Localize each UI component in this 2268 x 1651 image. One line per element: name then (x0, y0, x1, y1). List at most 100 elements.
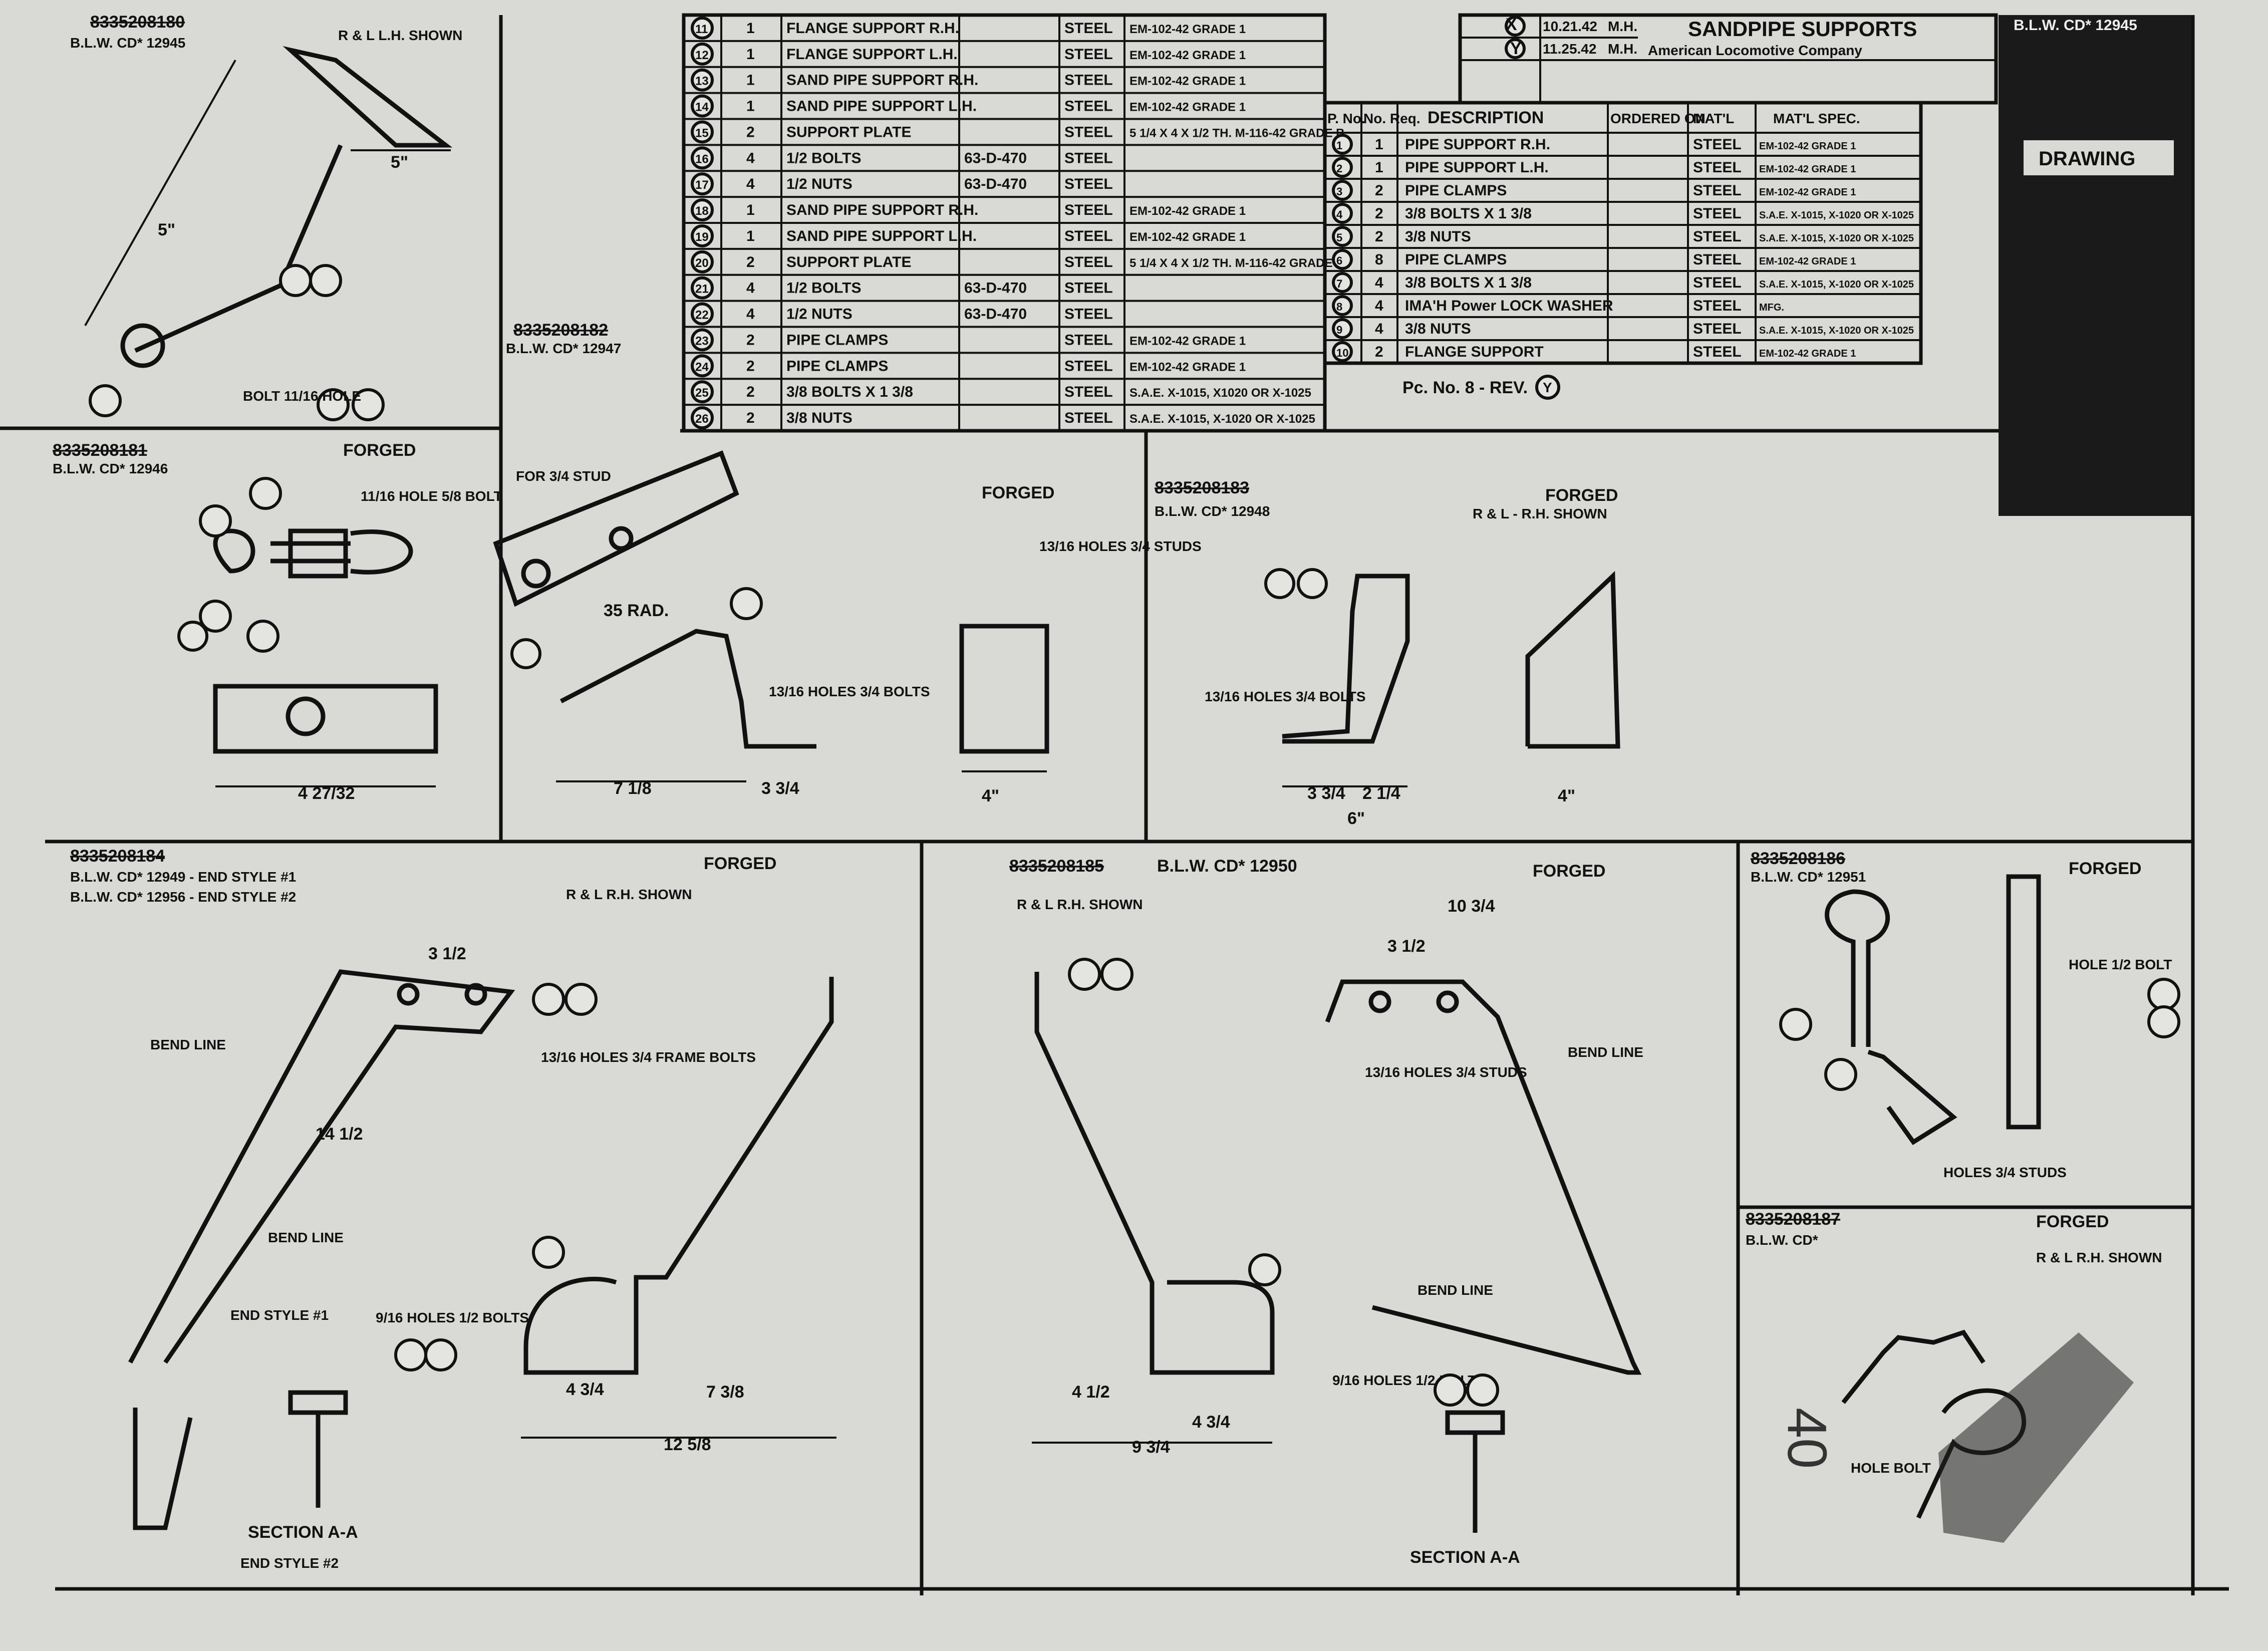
v7-dim-e: 4 3/4 (1192, 1413, 1230, 1432)
lower-bom-matl: STEEL (1693, 205, 1742, 222)
upper-bom-qty: 4 (746, 176, 755, 192)
upper-bom-pc: 24 (695, 360, 709, 374)
v6-balloon-14 (564, 983, 598, 1016)
v2-blw-cd: B.L.W. CD* 12946 (53, 461, 168, 476)
lower-bom-matl: STEEL (1693, 251, 1742, 268)
upper-bom-matl: STEEL (1064, 254, 1113, 270)
v8-clamp-lower (1867, 1049, 1957, 1146)
v7-bend-line-1: BEND LINE (1418, 1282, 1493, 1298)
header-ordered-on: ORDERED ON (1610, 111, 1706, 126)
lower-bom-balloon (1332, 226, 1353, 247)
v2-part-ref: 8335208181 (53, 441, 147, 460)
v3-radius: 35 RAD. (604, 601, 669, 620)
upper-bom-description: PIPE CLAMPS (786, 332, 888, 348)
rev-y-letter: Y (1510, 39, 1522, 58)
upper-bom-balloon (691, 224, 714, 247)
v6-end-style-1: END STYLE #1 (230, 1307, 329, 1323)
v1-balloon-5 (352, 388, 385, 421)
lower-bom-pc: 4 (1336, 208, 1343, 221)
v2-clamp-elevation (213, 684, 438, 754)
lower-bom-qty: 4 (1375, 321, 1383, 337)
upper-bom-qty: 2 (746, 410, 755, 426)
upper-bom-qty: 4 (746, 280, 755, 297)
header-description: DESCRIPTION (1428, 108, 1544, 127)
v6-holes-note-2: 9/16 HOLES 1/2 BOLTS (376, 1310, 529, 1325)
v7-dim-c: 4 1/2 (1072, 1383, 1110, 1402)
header-no-req: No. Req. (1363, 111, 1421, 126)
lower-bom-balloon (1332, 134, 1353, 155)
v2-forged: FORGED (343, 441, 416, 460)
v5-dim-a: 3 3/4 (1307, 784, 1345, 803)
upper-bom-balloon (691, 328, 714, 352)
pc-rev-letter: Y (1543, 380, 1552, 395)
lower-bom-qty: 2 (1375, 228, 1383, 245)
upper-bom-spec: 5 1/4 X 4 X 1/2 TH. M-116-42 GRADE B (1129, 126, 1345, 140)
view-7-sand-pipe-support: 8335208185 B.L.W. CD* 12950 FORGED R & L… (1009, 857, 1643, 1567)
upper-bom-matl: STEEL (1064, 72, 1113, 89)
upper-bom-pc: 17 (695, 178, 709, 192)
lower-bom-description: 3/8 BOLTS X 1 3/8 (1405, 205, 1532, 222)
upper-bom-qty: 2 (746, 254, 755, 270)
v5-part-ref: 8335208183 (1155, 478, 1249, 497)
v1-clamp-ring (120, 323, 165, 368)
v5-bracket-side (1282, 574, 1410, 744)
upper-bom-pc: 20 (695, 256, 709, 270)
upper-bom-qty: 1 (746, 46, 755, 63)
upper-bom-matl: STEEL (1064, 306, 1113, 323)
v8-clamp-side (1825, 889, 1890, 1047)
v2-nut (288, 528, 348, 579)
v9-clamp-elevation (1841, 1329, 1986, 1404)
v9-part-ref: 8335208187 (1746, 1210, 1840, 1229)
upper-bom-pc: 23 (695, 334, 709, 348)
v7-balloon-21 (1434, 1373, 1467, 1407)
upper-bom-spec: S.A.E. X-1015, X1020 OR X-1025 (1129, 386, 1311, 400)
lower-bom-qty: 2 (1375, 182, 1383, 199)
v6-bend-line-1: BEND LINE (150, 1037, 226, 1052)
lower-bom-spec: S.A.E. X-1015, X-1020 OR X-1025 (1759, 279, 1914, 290)
lower-bom-spec: EM-102-42 GRADE 1 (1759, 164, 1856, 175)
upper-bom-description: SAND PIPE SUPPORT L.H. (786, 98, 977, 115)
upper-bom-spec: S.A.E. X-1015, X-1020 OR X-1025 (1129, 412, 1315, 426)
v6-blw-cd-2: B.L.W. CD* 12956 - END STYLE #2 (70, 889, 296, 905)
upper-bom-description: 1/2 BOLTS (786, 150, 861, 166)
v1-balloon-1 (279, 264, 312, 297)
v6-bend-line-2: BEND LINE (268, 1230, 344, 1245)
v7-balloon-20 (1248, 1253, 1281, 1286)
lower-bom-spec: EM-102-42 GRADE 1 (1759, 256, 1856, 267)
v7-part-ref: 8335208185 (1009, 857, 1104, 876)
v6-blw-cd-1: B.L.W. CD* 12949 - END STYLE #1 (70, 869, 296, 885)
v1-balloon-3 (89, 384, 122, 417)
v7-support-plate-side (1034, 972, 1275, 1375)
v6-support-plate-side (523, 977, 834, 1375)
lower-bom-spec: EM-102-42 GRADE 1 (1759, 187, 1856, 198)
upper-bom-balloon (691, 94, 714, 118)
v3-stud-note: FOR 3/4 STUD (516, 468, 611, 484)
upper-bom-balloon (691, 42, 714, 66)
view-5-flange-support-bracket: 8335208183 B.L.W. CD* 12948 FORGED R & L… (1155, 478, 1620, 828)
lower-bom-matl: STEEL (1693, 298, 1742, 314)
lower-bom-description: 3/8 BOLTS X 1 3/8 (1405, 274, 1532, 291)
v5-dim-d: 4" (1558, 786, 1575, 805)
lower-bom-description: PIPE CLAMPS (1405, 251, 1507, 268)
lower-bom-spec: S.A.E. X-1015, X-1020 OR X-1025 (1759, 325, 1914, 336)
v1-dim-5: 5" (391, 153, 408, 172)
v5-balloon-11 (1264, 568, 1295, 599)
lower-bom-matl: STEEL (1693, 321, 1742, 337)
lower-bom-description: PIPE SUPPORT R.H. (1405, 136, 1550, 153)
v6-dim-b: 12 5/8 (664, 1435, 711, 1454)
lower-bom-description: FLANGE SUPPORT (1405, 344, 1544, 360)
lower-bom-qty: 4 (1375, 298, 1383, 314)
upper-bom-pc: 13 (695, 75, 709, 88)
v6-dim-c: 7 3/8 (706, 1383, 744, 1402)
v1-dim-5b: 5" (158, 220, 175, 239)
lower-bom-pc: 1 (1336, 139, 1342, 152)
v7-blw-cd: B.L.W. CD* 12950 (1157, 857, 1297, 876)
lower-bom-qty: 2 (1375, 205, 1383, 222)
lower-bom-balloon (1332, 249, 1353, 270)
view-1-pipe-support: 8335208180 B.L.W. CD* 12945 R & L L.H. S… (70, 13, 462, 421)
upper-bom-description: 3/8 BOLTS X 1 3/8 (786, 384, 913, 400)
title-block-dark-panel (1999, 15, 2191, 516)
v4-dim-width: 4" (982, 786, 999, 805)
v3-holes-note: 13/16 HOLES 3/4 BOLTS (769, 684, 930, 699)
